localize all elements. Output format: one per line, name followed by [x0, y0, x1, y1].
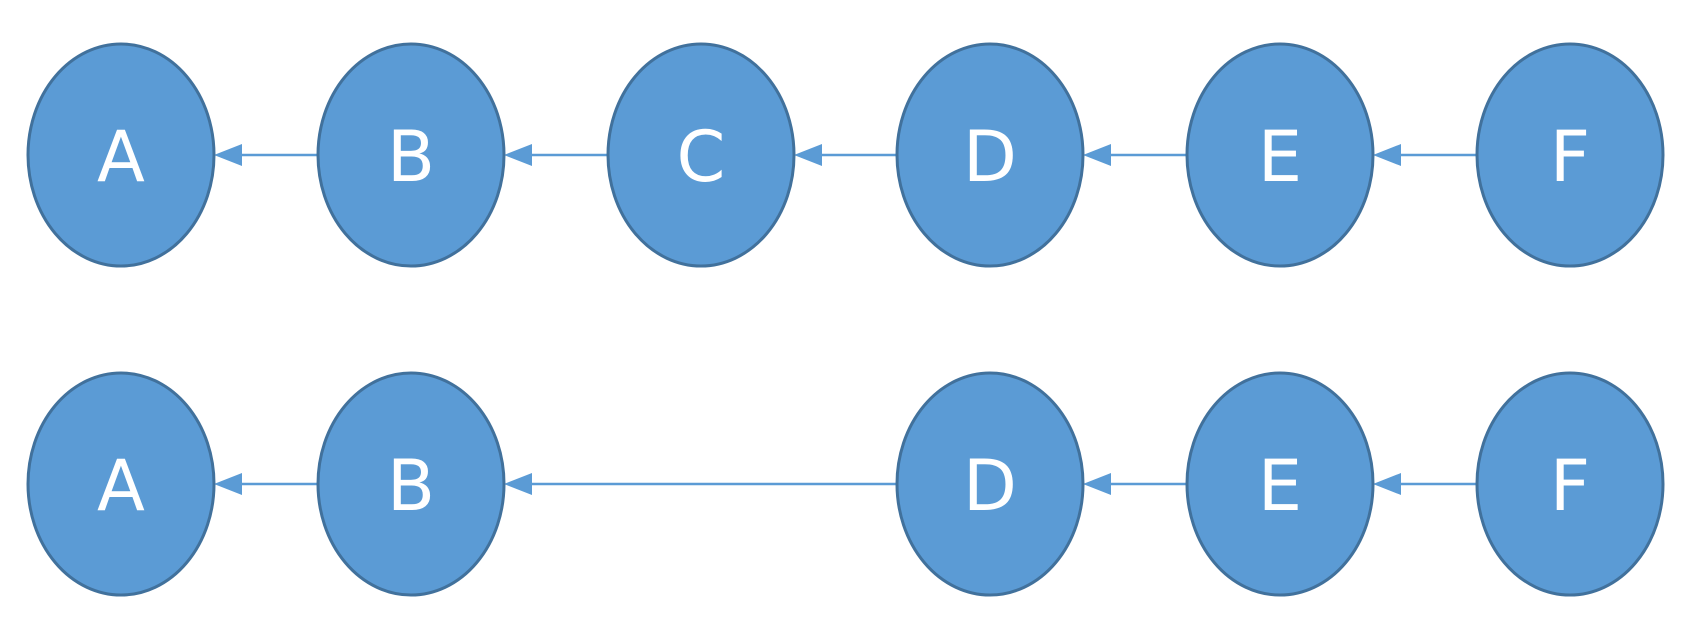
- node-label: A: [97, 445, 145, 527]
- arrowhead-top-b: [504, 144, 532, 166]
- row-top: A B C D E F: [26, 42, 1665, 268]
- node-circle: [26, 371, 216, 597]
- node-circle: [316, 42, 506, 268]
- node-label: F: [1550, 445, 1590, 527]
- arrowhead-top-a: [214, 144, 242, 166]
- node-circle: [1475, 42, 1665, 268]
- node-label: E: [1258, 445, 1302, 527]
- node-top-a: A: [26, 42, 216, 268]
- node-label: C: [677, 116, 726, 198]
- node-circle: [1185, 42, 1375, 268]
- node-bottom-a: A: [26, 371, 216, 597]
- node-circle: [316, 371, 506, 597]
- node-bottom-e: E: [1185, 371, 1375, 597]
- arrowhead-top-e: [1373, 144, 1401, 166]
- arrowhead-bottom-a: [214, 473, 242, 495]
- node-circle: [26, 42, 216, 268]
- node-label: E: [1258, 116, 1302, 198]
- node-circle: [606, 42, 796, 268]
- node-top-e: E: [1185, 42, 1375, 268]
- node-label: B: [387, 445, 435, 527]
- node-top-b: B: [316, 42, 506, 268]
- node-label: D: [963, 445, 1017, 527]
- arrowhead-bottom-b: [504, 473, 532, 495]
- node-top-d: D: [895, 42, 1085, 268]
- node-label: F: [1550, 116, 1590, 198]
- node-top-f: F: [1475, 42, 1665, 268]
- arrowhead-bottom-d: [1083, 473, 1111, 495]
- arrowhead-bottom-e: [1373, 473, 1401, 495]
- arrowhead-top-d: [1083, 144, 1111, 166]
- node-circle: [895, 42, 1085, 268]
- node-bottom-d: D: [895, 371, 1085, 597]
- arrowhead-top-c: [794, 144, 822, 166]
- node-label: D: [963, 116, 1017, 198]
- node-bottom-f: F: [1475, 371, 1665, 597]
- node-top-c: C: [606, 42, 796, 268]
- node-label: A: [97, 116, 145, 198]
- node-circle: [895, 371, 1085, 597]
- node-circle: [1475, 371, 1665, 597]
- node-label: B: [387, 116, 435, 198]
- node-bottom-b: B: [316, 371, 506, 597]
- node-circle: [1185, 371, 1375, 597]
